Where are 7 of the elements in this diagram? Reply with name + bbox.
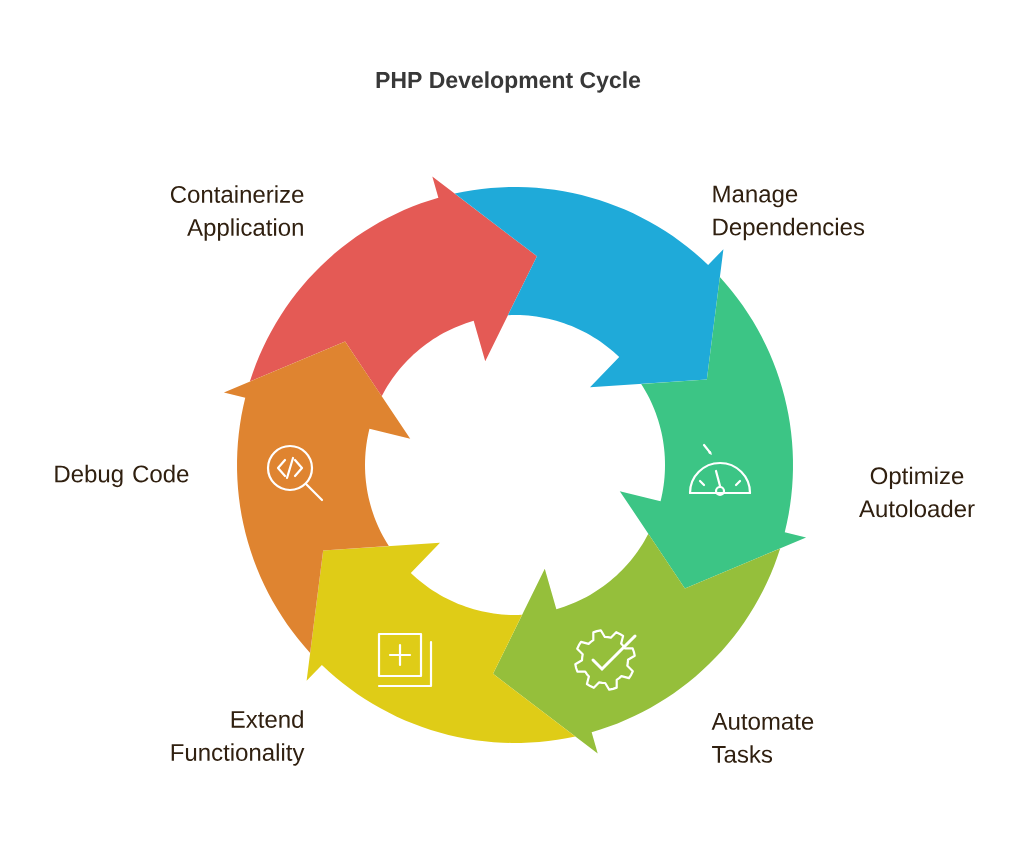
title: PHP Development Cycle bbox=[376, 71, 641, 93]
segment-label: Manage Dependencies bbox=[713, 185, 865, 241]
segment-label: Automate Tasks bbox=[711, 713, 814, 763]
segment-label: Debug Code bbox=[55, 464, 189, 488]
segment-label: Containerize Application bbox=[170, 185, 304, 241]
segment-label: Extend Functionality bbox=[171, 710, 305, 766]
segment-label: Optimize Autoloader bbox=[859, 466, 975, 518]
